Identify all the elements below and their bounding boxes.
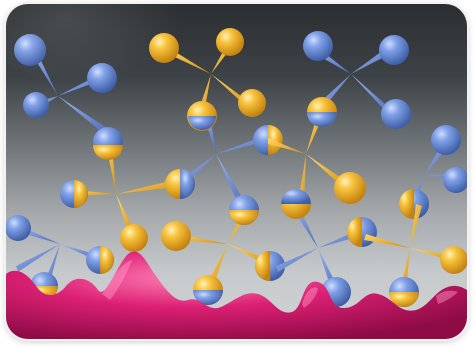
protein-surface xyxy=(6,251,467,339)
tetrahedron-blue-lower-right xyxy=(276,189,377,307)
tetrahedron-gold-lower-center xyxy=(161,195,285,305)
tetrahedron-gold-lower-right xyxy=(364,204,467,307)
molecular-scene xyxy=(6,28,467,339)
tetrahedron-blue-top-left xyxy=(14,34,117,134)
tetrahedron-mixed-left xyxy=(60,127,168,252)
tetrahedron-blue-far-right xyxy=(399,125,467,219)
tetrahedron-gold-top xyxy=(149,28,266,117)
tetrahedron-blue-center xyxy=(165,101,283,208)
tetrahedron-gold-right xyxy=(268,97,366,206)
image-frame xyxy=(6,4,467,339)
